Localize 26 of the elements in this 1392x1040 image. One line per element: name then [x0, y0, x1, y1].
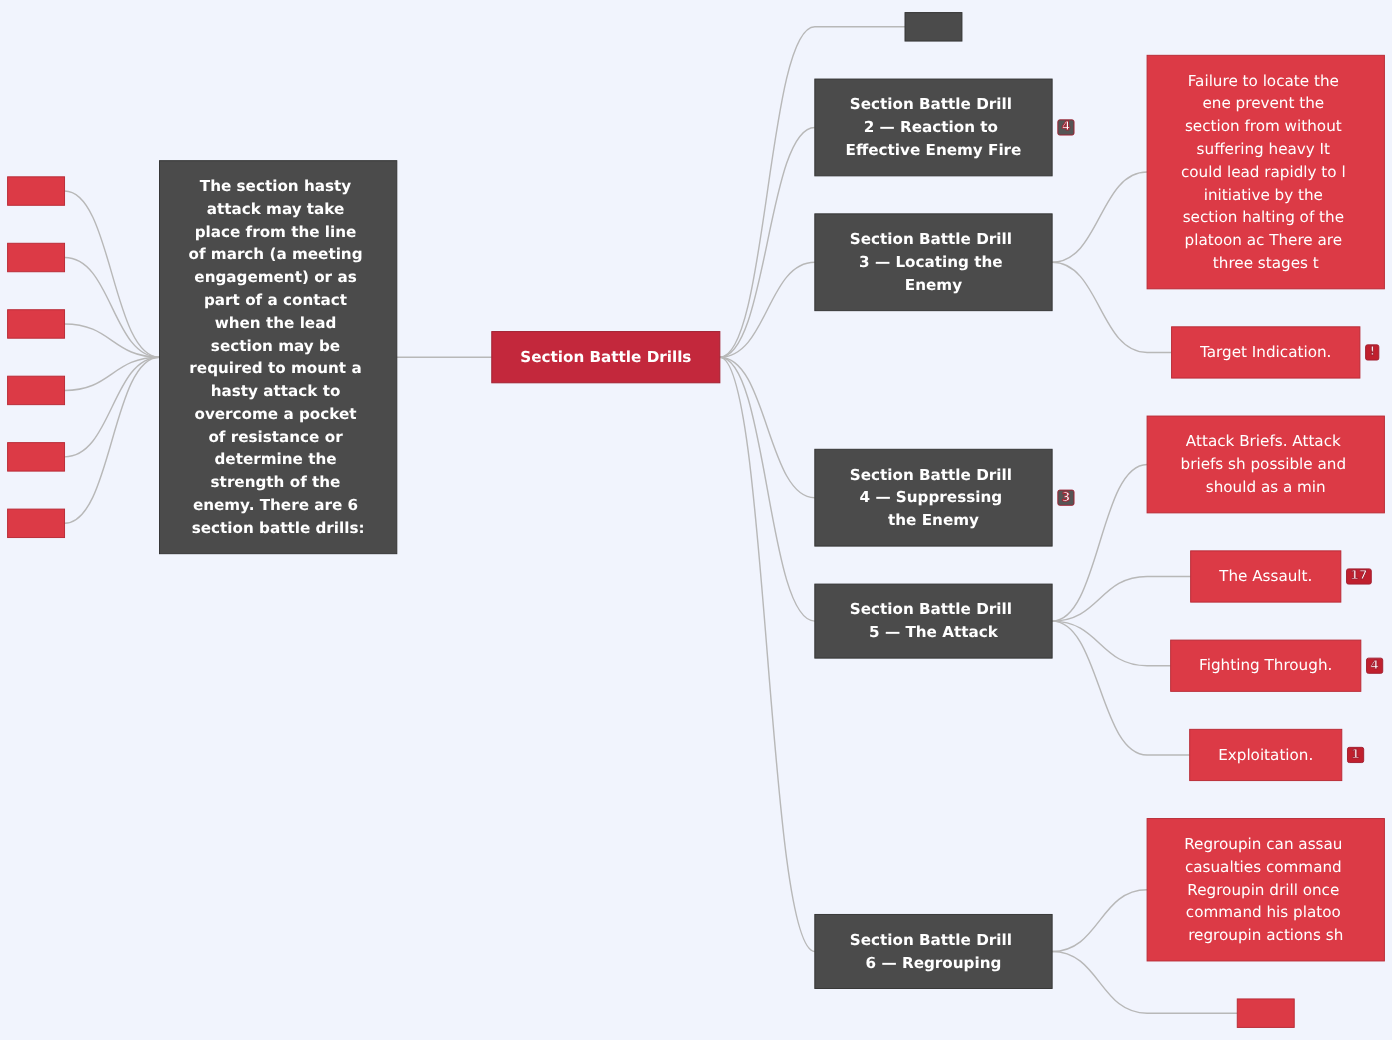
- node-box: [7, 176, 66, 206]
- connector: [1051, 171, 1148, 263]
- connector: [63, 323, 161, 358]
- connector: [1051, 261, 1173, 354]
- connector: [719, 356, 816, 953]
- node-box: [7, 309, 66, 339]
- connector: [1051, 620, 1191, 756]
- connector: [719, 261, 816, 358]
- node-box: [1236, 998, 1295, 1028]
- connector: [63, 190, 161, 358]
- connector: [1051, 575, 1192, 622]
- connector: [1051, 620, 1172, 667]
- connector: [719, 356, 816, 499]
- connector: [63, 256, 161, 358]
- node-box: [7, 508, 66, 539]
- connector: [396, 356, 493, 358]
- connector: [63, 356, 161, 525]
- node-box: [7, 442, 66, 472]
- connector: [719, 26, 906, 358]
- node-box: [7, 242, 66, 273]
- connector: [1051, 889, 1148, 953]
- connector: [1051, 950, 1238, 1014]
- connector: [719, 356, 816, 622]
- node-box: [904, 12, 963, 42]
- connector: [719, 126, 816, 358]
- node-box: [7, 375, 66, 406]
